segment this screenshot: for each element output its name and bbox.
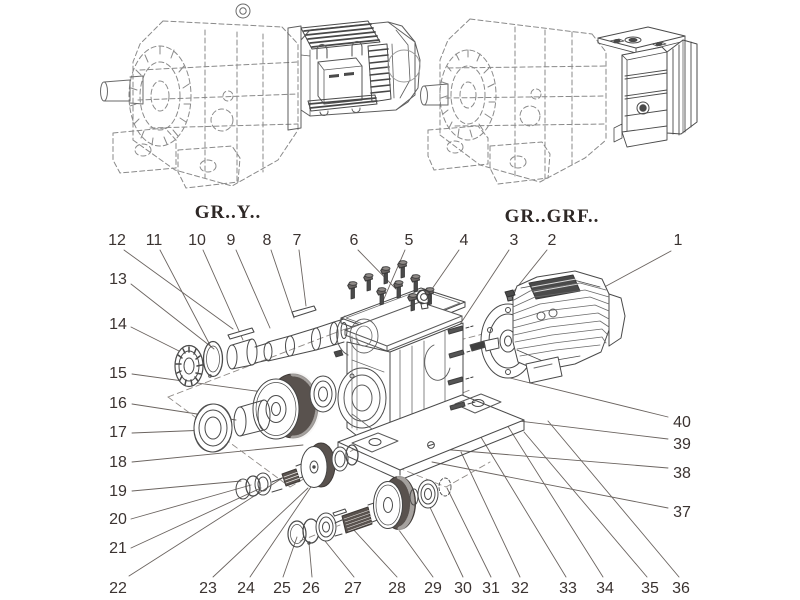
svg-text:26: 26	[302, 580, 320, 597]
svg-text:8: 8	[263, 232, 272, 249]
svg-text:3: 3	[510, 232, 519, 249]
svg-text:30: 30	[454, 580, 472, 597]
svg-text:16: 16	[109, 395, 127, 412]
svg-text:17: 17	[109, 424, 127, 441]
svg-text:GR..GRF..: GR..GRF..	[505, 206, 600, 227]
svg-text:36: 36	[672, 580, 690, 597]
svg-text:9: 9	[227, 232, 236, 249]
svg-text:7: 7	[293, 232, 302, 249]
svg-text:27: 27	[344, 580, 362, 597]
svg-text:21: 21	[109, 540, 127, 557]
svg-text:12: 12	[108, 232, 126, 249]
svg-text:10: 10	[188, 232, 206, 249]
svg-text:2: 2	[548, 232, 557, 249]
svg-text:35: 35	[641, 580, 659, 597]
svg-text:33: 33	[559, 580, 577, 597]
svg-text:15: 15	[109, 365, 127, 382]
svg-text:13: 13	[109, 271, 127, 288]
svg-text:31: 31	[482, 580, 500, 597]
svg-text:11: 11	[146, 232, 163, 249]
svg-text:GR..Y..: GR..Y..	[195, 202, 261, 223]
svg-text:29: 29	[424, 580, 442, 597]
svg-text:5: 5	[405, 232, 414, 249]
svg-text:19: 19	[109, 483, 127, 500]
svg-text:39: 39	[673, 436, 691, 453]
svg-text:18: 18	[109, 454, 127, 471]
svg-text:14: 14	[109, 316, 127, 333]
svg-text:37: 37	[673, 504, 691, 521]
svg-text:34: 34	[596, 580, 614, 597]
svg-text:23: 23	[199, 580, 217, 597]
svg-text:4: 4	[460, 232, 469, 249]
svg-text:1: 1	[674, 232, 683, 249]
svg-text:25: 25	[273, 580, 291, 597]
svg-text:22: 22	[109, 580, 127, 597]
svg-text:38: 38	[673, 465, 691, 482]
svg-text:24: 24	[237, 580, 255, 597]
svg-text:20: 20	[109, 511, 127, 528]
svg-text:40: 40	[673, 414, 691, 431]
svg-text:28: 28	[388, 580, 406, 597]
svg-text:6: 6	[350, 232, 359, 249]
svg-text:32: 32	[511, 580, 529, 597]
